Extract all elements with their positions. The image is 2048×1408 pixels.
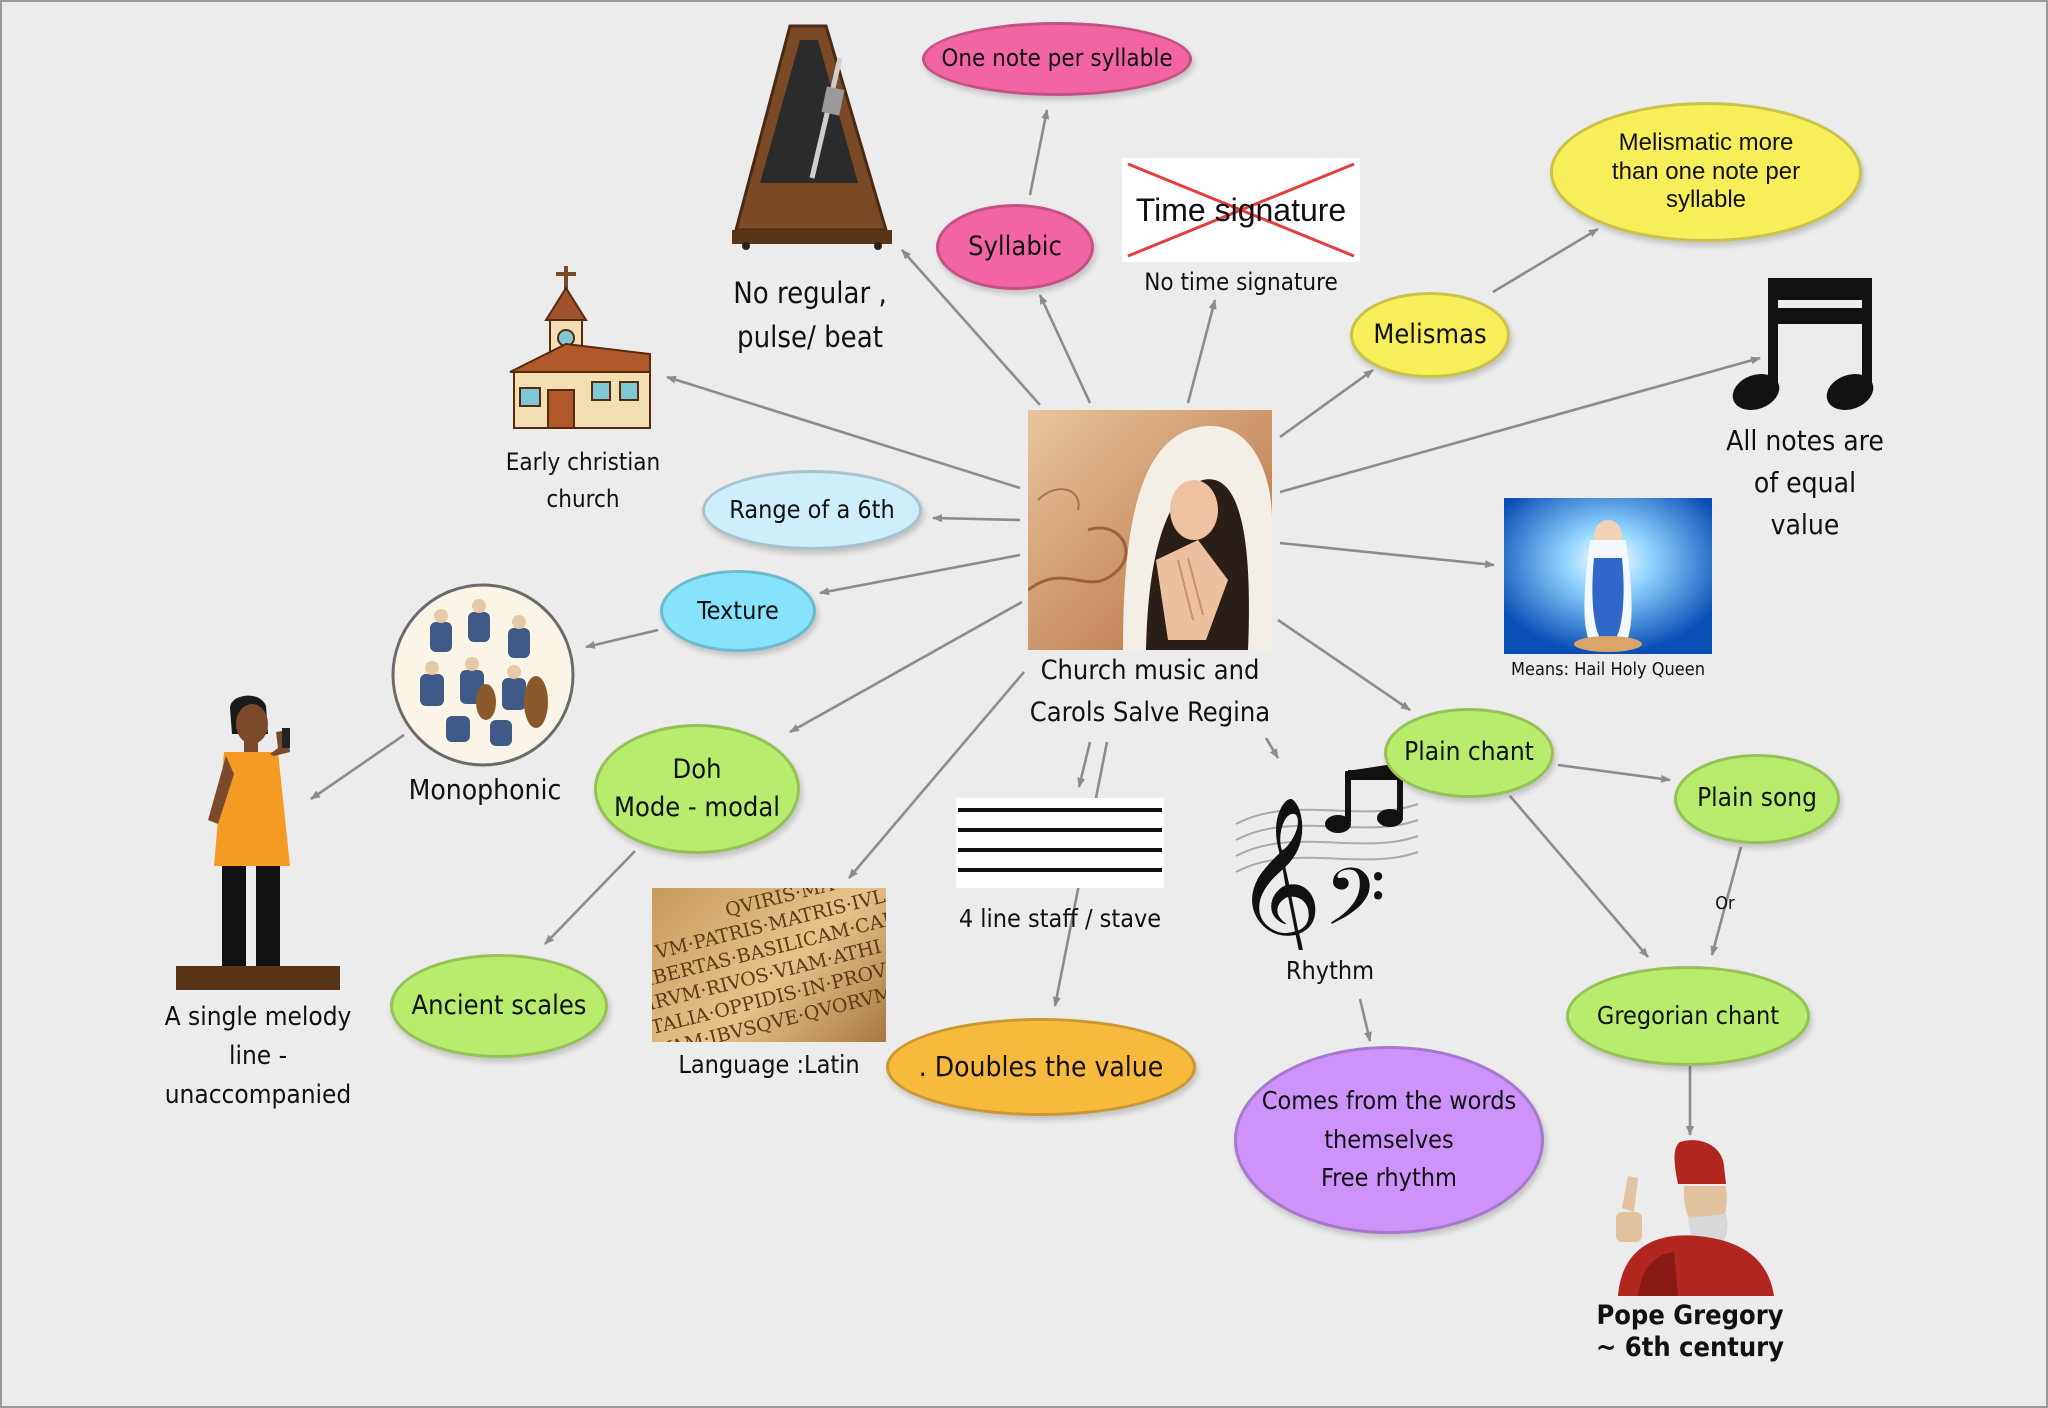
arrow-center-to-staff <box>1077 741 1092 788</box>
arrow-plain-song-to-gregorian <box>1710 846 1743 956</box>
single-line1: A single melody <box>164 1002 352 1032</box>
time-signature-image-text: Time signature <box>1135 192 1347 228</box>
plain-chant-node[interactable]: Plain chant <box>1384 708 1554 798</box>
melismas-node[interactable]: Melismas <box>1350 292 1510 378</box>
arrow-center-to-melismas <box>1279 368 1374 439</box>
comes-line2: themselves <box>1324 1124 1454 1154</box>
metronome-icon <box>728 18 900 250</box>
early-church-caption: Early christian church <box>486 444 680 518</box>
one-note-per-syllable-node[interactable]: One note per syllable <box>922 22 1192 96</box>
arrow-plain-chant-to-gregorian <box>1509 795 1649 958</box>
time-signature-image: Time signature <box>1122 158 1360 262</box>
arrow-center-to-plain-chant <box>1277 618 1411 712</box>
arrow-center-to-apparition <box>1279 541 1495 569</box>
arrow-center-to-syllabic <box>1038 294 1092 404</box>
no-regular-pulse-caption: No regular , pulse/ beat <box>700 272 920 359</box>
doubles-value-node[interactable]: . Doubles the value <box>886 1018 1196 1116</box>
doh-line1: Doh <box>672 754 722 786</box>
doh-line2: Mode - modal <box>614 792 780 823</box>
single-melody-caption: A single melody line - unaccompanied <box>150 998 366 1115</box>
texture-node[interactable]: Texture <box>660 570 816 652</box>
arrow-center-to-rhythm <box>1264 737 1280 759</box>
syllabic-node[interactable]: Syllabic <box>936 204 1094 290</box>
church-icon <box>506 260 656 436</box>
pope-gregory-caption: Pope Gregory ~ 6th century <box>1560 1300 1820 1365</box>
comes-line3: Free rhythm <box>1320 1163 1457 1193</box>
melismatic-node[interactable]: Melismatic more than one note per syllab… <box>1550 102 1862 242</box>
plain-song-node[interactable]: Plain song <box>1674 754 1840 844</box>
ancient-scales-node[interactable]: Ancient scales <box>390 954 608 1058</box>
staff-caption: 4 line staff / stave <box>958 904 1162 933</box>
or-label: Or <box>1715 893 1735 914</box>
arrow-doh-to-ancient <box>544 850 636 945</box>
equal-value-caption: All notes are of equal value <box>1700 420 1910 546</box>
monophonic-caption: Monophonic <box>408 773 562 806</box>
arrow-center-to-range <box>932 514 1021 523</box>
melismas-label: Melismas <box>1373 319 1487 351</box>
equal-line3: value <box>1770 508 1840 541</box>
one-note-label: One note per syllable <box>941 44 1173 73</box>
arrow-center-to-doh <box>789 600 1023 734</box>
arrow-rhythm-to-comes <box>1358 998 1372 1042</box>
plain-chant-label: Plain chant <box>1404 737 1534 768</box>
no-regular-line2: pulse/ beat <box>737 319 883 354</box>
gregorian-label: Gregorian chant <box>1596 1000 1780 1030</box>
doh-mode-node[interactable]: Doh Mode - modal <box>594 724 800 854</box>
beamed-notes-icon <box>1730 272 1874 420</box>
comes-line1: Comes from the words <box>1261 1085 1517 1115</box>
arrow-center-to-latin <box>848 671 1025 879</box>
doubles-label: . Doubles the value <box>918 1049 1164 1083</box>
arrow-center-to-no-regular <box>901 249 1041 406</box>
staff-lines-icon <box>956 798 1164 888</box>
syllabic-label: Syllabic <box>968 231 1062 263</box>
arrow-plain-chant-to-plain-song <box>1557 763 1671 783</box>
pope-icon <box>1598 1136 1778 1296</box>
arrow-orchestra-to-singer <box>310 733 405 801</box>
arrow-texture-to-orchestra <box>585 628 659 649</box>
singer-icon <box>170 690 346 992</box>
arrow-center-to-time-sig <box>1186 299 1217 404</box>
center-title: Church music and Carols Salve Regina <box>1000 650 1300 734</box>
center-title-line2: Carols Salve Regina <box>1029 696 1271 728</box>
pope-line1: Pope Gregory <box>1596 1300 1784 1331</box>
single-line2: line - <box>228 1041 288 1071</box>
arrow-center-to-texture <box>819 553 1021 596</box>
equal-line2: of equal <box>1753 466 1857 499</box>
mary-portrait <box>1028 410 1272 650</box>
church-line2: church <box>546 485 620 514</box>
no-regular-line1: No regular , <box>733 276 887 310</box>
gregorian-chant-node[interactable]: Gregorian chant <box>1566 966 1810 1066</box>
clef-notes-icon: 𝄞 𝄢 <box>1232 764 1422 950</box>
range-of-6th-node[interactable]: Range of a 6th <box>702 470 922 550</box>
equal-line1: All notes are <box>1726 424 1884 457</box>
arrow-center-to-notes <box>1279 356 1761 494</box>
single-line3: unaccompanied <box>164 1080 352 1110</box>
center-title-line1: Church music and <box>1040 655 1260 686</box>
texture-label: Texture <box>697 595 779 625</box>
arrow-center-to-church <box>666 375 1021 490</box>
melismatic-label: Melismatic more than one note per syllab… <box>1611 128 1801 214</box>
range-label: Range of a 6th <box>729 494 895 524</box>
language-latin-caption: Language :Latin <box>678 1050 860 1079</box>
ancient-label: Ancient scales <box>411 990 587 1022</box>
arrow-melismas-to-melismatic <box>1492 227 1599 294</box>
plain-song-label: Plain song <box>1697 783 1817 814</box>
pope-line2: ~ 6th century <box>1596 1332 1784 1364</box>
latin-inscription-image: QVIRIS·MA VM·PATRIS·MATRIS·IVL IBERTAS·B… <box>652 888 886 1042</box>
arrow-syllabic-to-one-note <box>1028 109 1050 196</box>
no-time-signature-caption: No time signature <box>1144 268 1338 296</box>
rhythm-caption: Rhythm <box>1285 956 1375 985</box>
free-rhythm-node[interactable]: Comes from the words themselves Free rhy… <box>1234 1046 1544 1234</box>
orchestra-icon <box>390 582 576 768</box>
svg-text:𝄢: 𝄢 <box>1324 851 1386 950</box>
apparition-icon <box>1504 498 1712 654</box>
church-line1: Early christian <box>505 448 661 476</box>
means-caption: Means: Hail Holy Queen <box>1511 659 1705 680</box>
svg-text:𝄞: 𝄞 <box>1234 796 1323 950</box>
